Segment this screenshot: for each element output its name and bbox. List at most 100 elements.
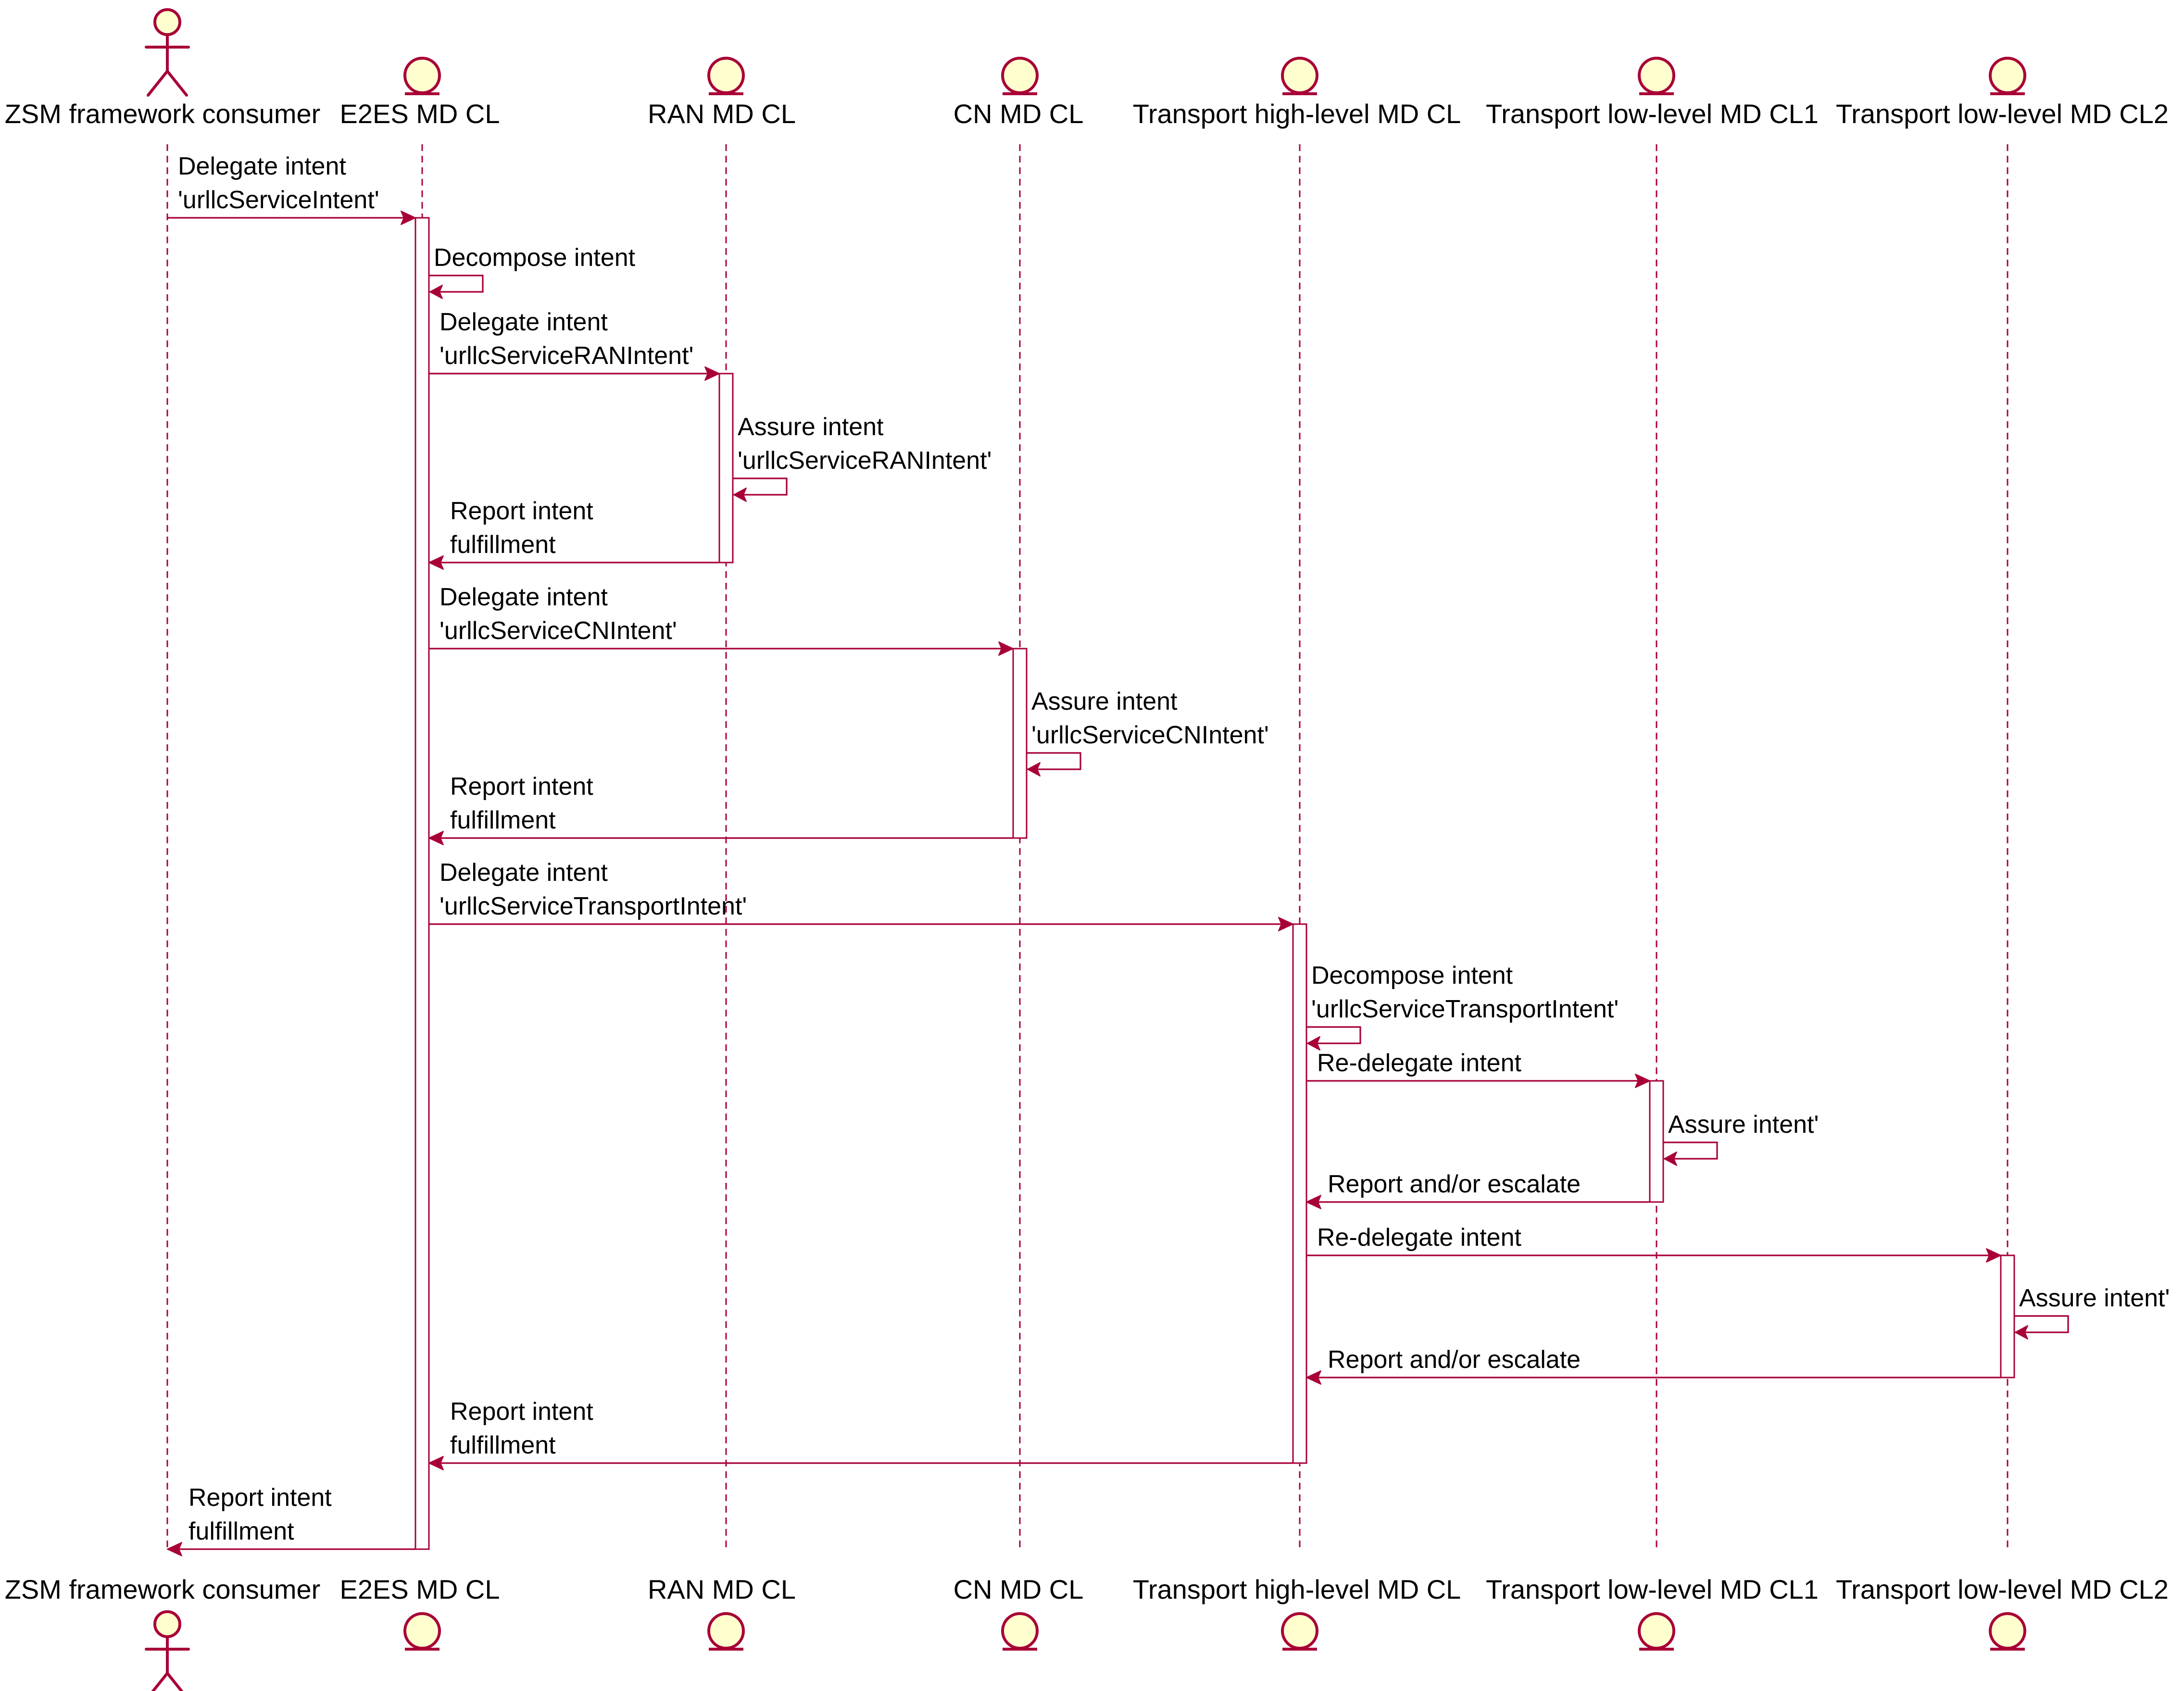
arrowhead [1635,1074,1650,1088]
arrowhead [428,1456,444,1470]
participant-label: Transport low-level MD CL2 [1836,99,2169,129]
message-label: Report intent [188,1484,332,1512]
arrowhead [2015,1325,2028,1340]
participant-top-thl: Transport high-level MD CL [1133,57,1461,129]
participant-label: Transport high-level MD CL [1133,1574,1461,1604]
arrowhead [998,641,1014,656]
message-label: 'urllcServiceRANIntent' [439,342,693,370]
entity-icon [707,57,745,95]
arrowhead [1664,1152,1677,1166]
self-message-line [1663,1141,1718,1160]
message-label: Assure intent' [1668,1111,1819,1139]
participant-label: ZSM framework consumer [5,1574,321,1604]
arrowhead [401,211,416,225]
message-label: fulfillment [450,531,556,559]
entity-icon [403,57,441,95]
participant-label: ZSM framework consumer [5,99,321,129]
message-7: Assure intent 'urllcServiceCNIntent' [1027,688,1269,777]
message-label: 'urllcServiceRANIntent' [738,447,992,475]
arrowhead [1027,762,1041,777]
arrowhead [1278,917,1293,931]
self-message-line [1306,1026,1361,1044]
message-8: Report intent fulfillment [428,773,1013,845]
message-3: Delegate intent 'urllcServiceRANIntent' [429,308,720,381]
arrowhead [1307,1036,1320,1051]
arrowhead [167,1542,182,1556]
message-label: Re-delegate intent [1317,1049,1522,1077]
message-label: Decompose intent [434,244,636,272]
activation-bar-cn [1012,648,1028,839]
activation-bar-ran [718,373,734,564]
message-label: Delegate intent [178,152,346,180]
message-label: Assure intent' [2019,1284,2170,1312]
participant-bottom-ran: RAN MD CL [648,1574,796,1651]
message-label: Report and/or escalate [1328,1346,1581,1374]
arrowhead [1306,1195,1321,1209]
message-label: 'urllcServiceTransportIntent' [1311,995,1619,1023]
message-15: Assure intent' [2014,1284,2170,1340]
message-label: fulfillment [188,1517,294,1545]
participant-label: Transport low-level MD CL2 [1836,1574,2169,1604]
message-18: Report intent fulfillment [167,1484,415,1556]
message-label: fulfillment [450,806,556,834]
entity-icon [1989,57,2026,95]
arrowhead [733,488,747,502]
participant-bottom-tll1: Transport low-level MD CL1 [1486,1574,1819,1651]
participant-bottom-e2es: E2ES MD CL [340,1574,500,1651]
participant-label: RAN MD CL [648,99,796,129]
message-11: Re-delegate intent [1306,1049,1650,1088]
participant-label: E2ES MD CL [340,99,500,129]
self-message-line [733,477,788,496]
message-label: 'urllcServiceIntent' [178,186,379,214]
message-label: Delegate intent [439,583,608,611]
message-9: Delegate intent'urllcServiceTransportInt… [429,859,1293,931]
arrowhead [1306,1370,1321,1385]
entity-icon [1638,57,1675,95]
message-label: Report intent [450,1398,593,1426]
message-label: Assure intent [1031,688,1178,715]
message-label: 'urllcServiceCNIntent' [1031,721,1269,749]
entity-icon [1001,1612,1039,1651]
arrowhead [704,366,720,381]
message-label: Report intent [450,497,593,525]
activation-bar-thl [1292,923,1307,1464]
participant-top-zsm: ZSM framework consumer [5,8,321,129]
message-16: Report and/or escalate [1306,1346,2001,1385]
message-label: Report intent [450,773,593,801]
activation-bars [414,217,2015,1550]
participant-label: CN MD CL [954,1574,1084,1604]
participant-top-e2es: E2ES MD CL [340,57,500,129]
message-label: Delegate intent [439,859,608,887]
message-6: Delegate intent'urllcServiceCNIntent' [429,583,1014,656]
message-13: Report and/or escalate [1306,1170,1650,1209]
arrowhead [428,555,444,570]
self-message-line [429,275,484,293]
entity-icon [707,1612,745,1651]
actor-icon [145,1610,190,1691]
message-label: Report and/or escalate [1328,1170,1581,1198]
participant-top-tll2: Transport low-level MD CL2 [1836,57,2169,129]
message-1: Delegate intent 'urllcServiceIntent' [167,152,416,225]
participant-bottom-tll2: Transport low-level MD CL2 [1836,1574,2169,1651]
actor-icon [145,8,190,97]
entity-icon [1281,57,1318,95]
message-4: Assure intent'urllcServiceRANIntent' [733,413,992,502]
message-label: fulfillment [450,1431,556,1459]
message-label: Delegate intent [439,308,608,336]
participant-bottom-zsm: ZSM framework consumer [5,1574,321,1691]
entity-icon [403,1612,441,1651]
entity-icon [1281,1612,1318,1651]
participant-label: Transport low-level MD CL1 [1486,1574,1819,1604]
message-2: Decompose intent [429,244,636,299]
activation-bar-tll2 [2000,1254,2015,1378]
participant-top-tll1: Transport low-level MD CL1 [1486,57,1819,129]
message-10: Decompose intent'urllcServiceTransportIn… [1306,962,1619,1051]
participant-label: Transport high-level MD CL [1133,99,1461,129]
entity-icon [1989,1612,2026,1651]
message-14: Re-delegate intent [1306,1224,2001,1263]
self-message-line [2014,1315,2069,1333]
entity-icon [1638,1612,1675,1651]
participant-label: Transport low-level MD CL1 [1486,99,1819,129]
